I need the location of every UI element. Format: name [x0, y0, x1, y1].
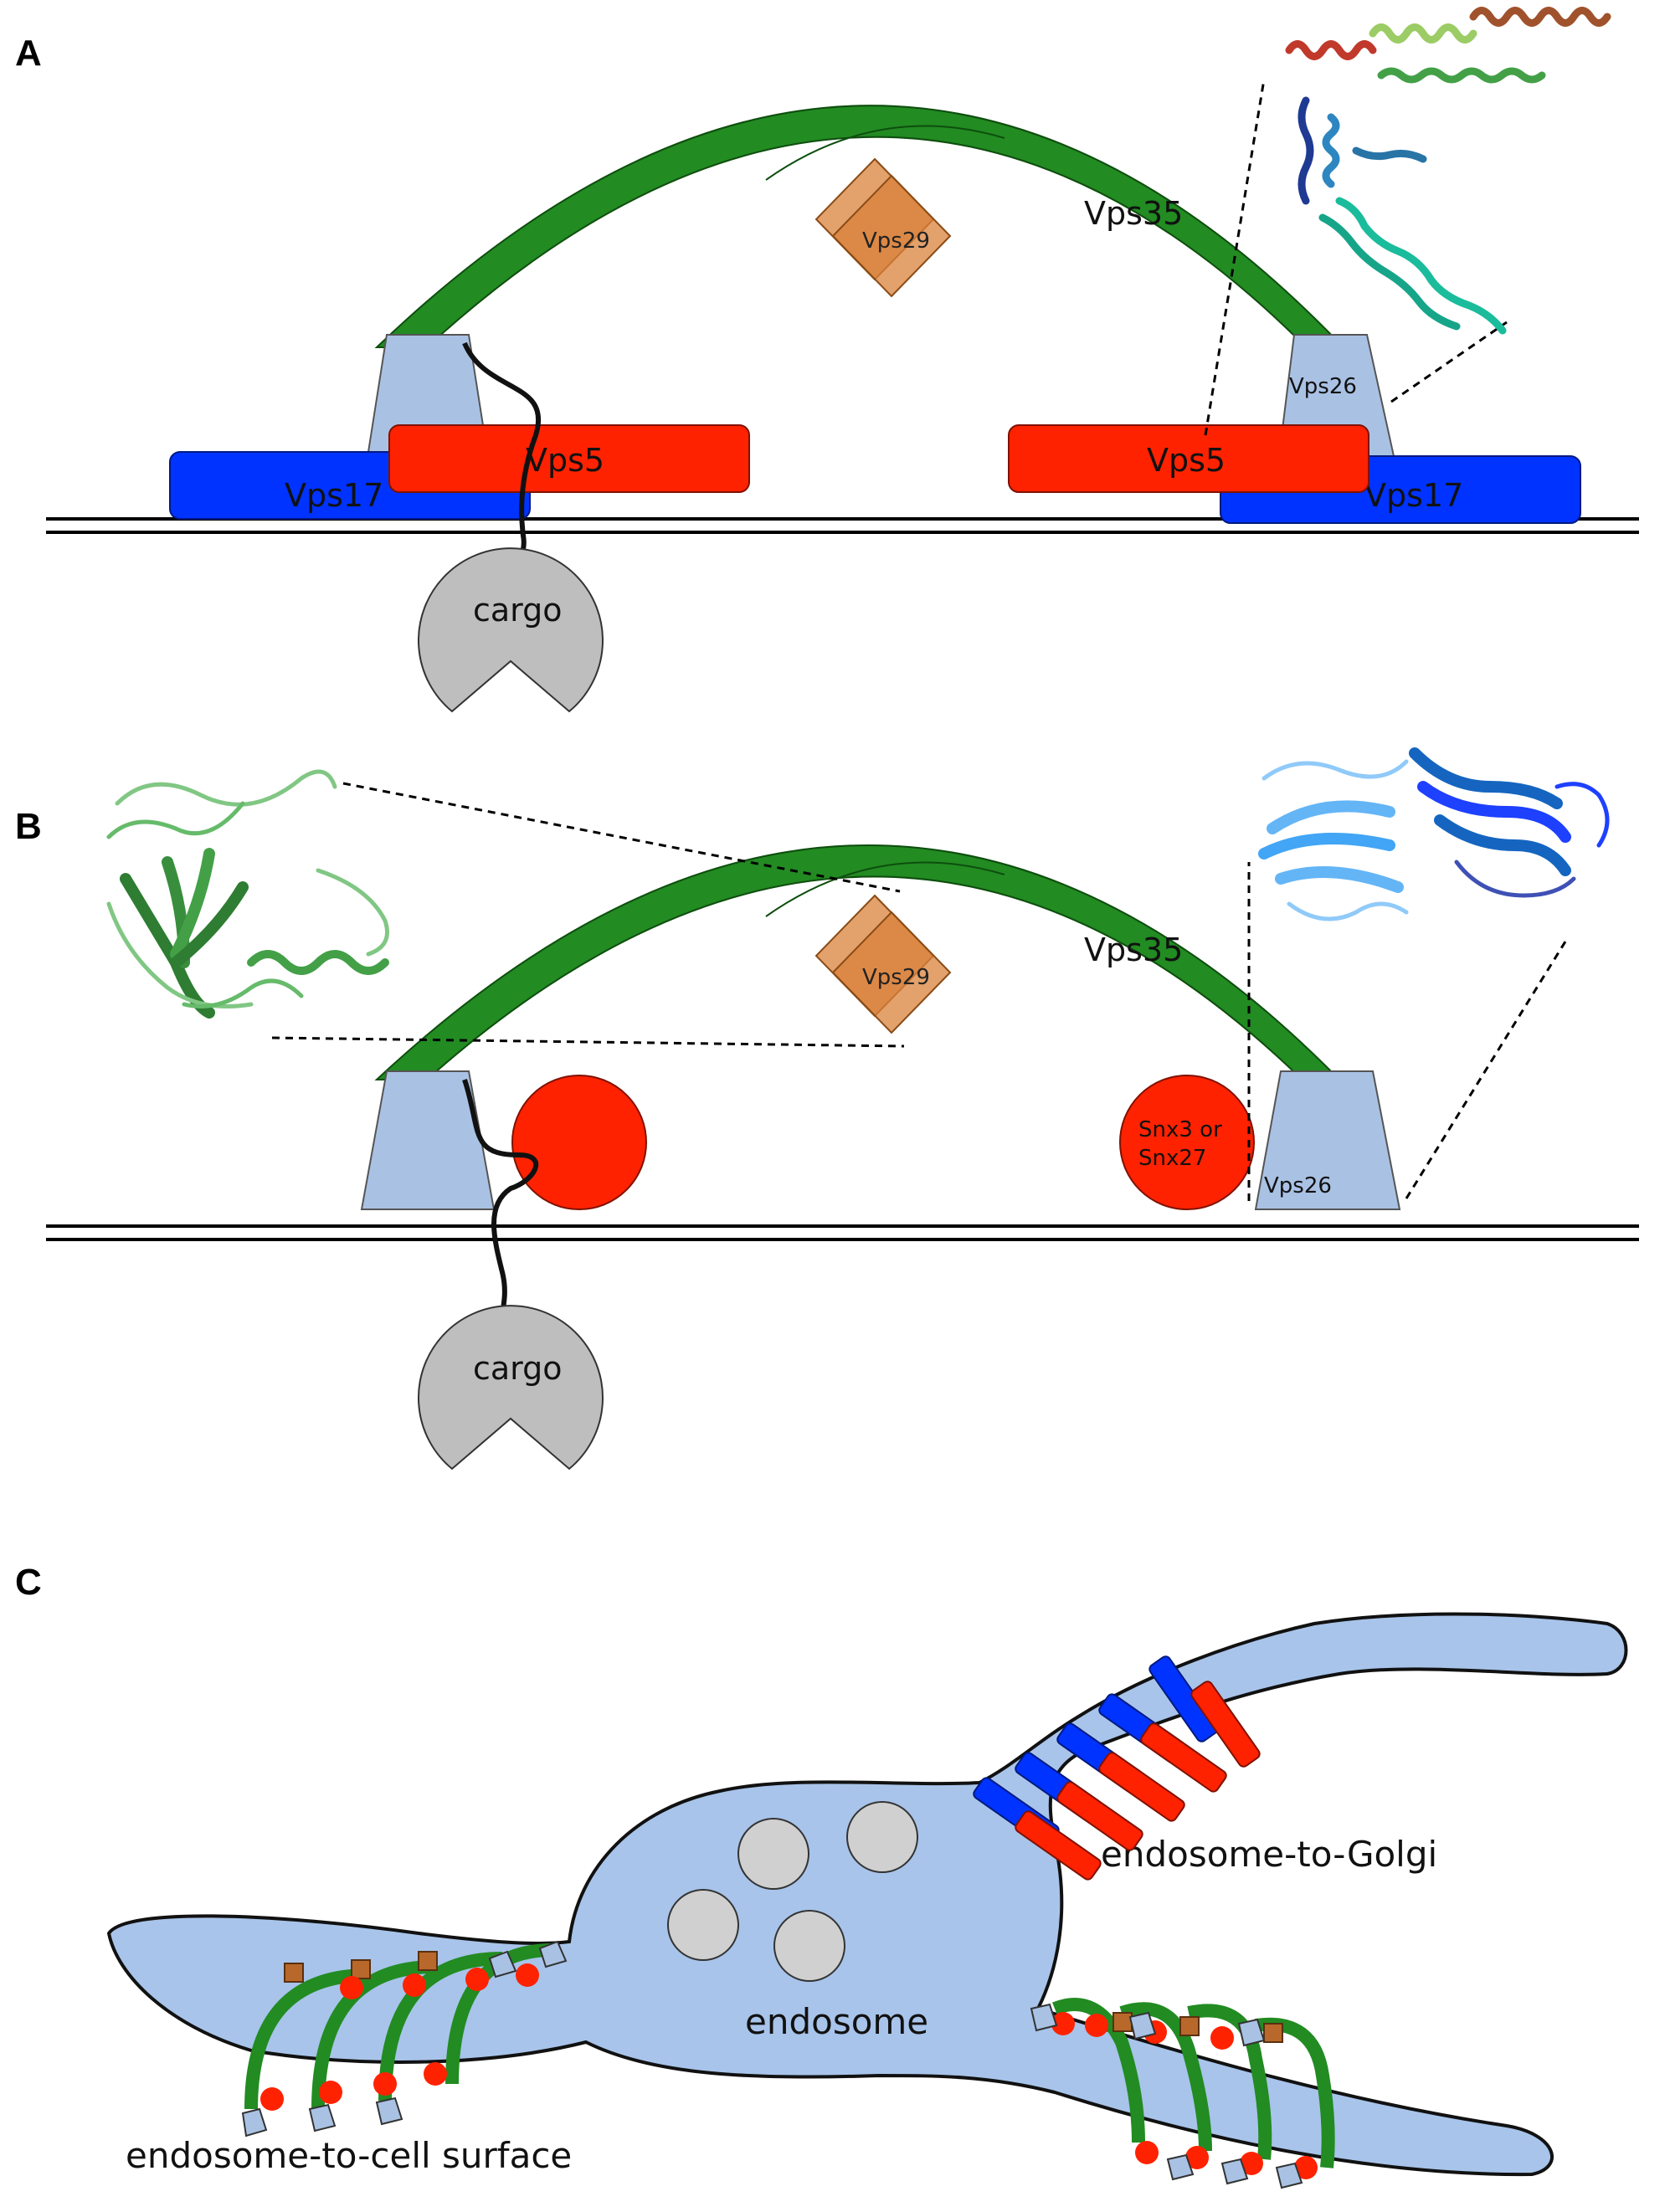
vps26-right-b: [1254, 1070, 1401, 1210]
vps35-structure-image: [1285, 7, 1611, 335]
zoom-line-a2: [1390, 321, 1508, 403]
vps26-left-b: [360, 1070, 496, 1210]
zoom-line-b2: [271, 1036, 905, 1048]
vps29-a: Vps29: [814, 157, 952, 298]
vps26-label-a: Vps26: [1289, 374, 1357, 399]
endosome-label: endosome: [745, 2001, 928, 2042]
vps35-label-b: Vps35: [1084, 932, 1183, 968]
vps35-arch-a: [374, 105, 1342, 348]
cargo-label-b: cargo: [473, 1350, 563, 1387]
snx-right-b: [1119, 1075, 1255, 1210]
to-golgi-label: endosome-to-Golgi: [1101, 1834, 1437, 1875]
vps5-left-label-a: Vps5: [526, 442, 604, 479]
panel-b: B Vps35 Vps29 Vps26 Snx3 or Snx27 cargo: [15, 747, 1639, 1470]
vps17-right-label-a: Vps17: [1364, 477, 1463, 514]
snx-label-line1: Snx3 or: [1138, 1117, 1222, 1142]
vps29-b: Vps29: [814, 894, 952, 1034]
endosome-membrane: [106, 1612, 1628, 2177]
vps29-label-a: Vps29: [862, 228, 930, 254]
zoom-line-a1: [1204, 79, 1266, 436]
panel-c: C endosome endosome-to-Golgi endosome-to…: [15, 1562, 1628, 2189]
vps35-fold-a: [765, 125, 1005, 181]
vps5-left-a: [388, 424, 750, 493]
panel-label-a: A: [15, 33, 42, 74]
to-surface-label: endosome-to-cell surface: [126, 2135, 572, 2176]
retromer-coat-left: [241, 1940, 568, 2138]
intraluminal-vesicles: [667, 1801, 918, 1982]
cargo-label-a: cargo: [473, 592, 563, 629]
membrane-b: [46, 1224, 1639, 1241]
vps5-right-label-a: Vps5: [1147, 442, 1226, 479]
vps26-structure-image: [1258, 747, 1610, 921]
cargo-a: [418, 547, 604, 713]
vps35-label-a: Vps35: [1084, 195, 1183, 232]
vps26-label-b: Vps26: [1264, 1173, 1332, 1198]
cargo-b: [418, 1305, 604, 1470]
vps35-fold-b: [765, 861, 1005, 917]
snx-bar-coat: [973, 1655, 1261, 1881]
vps29-label-b: Vps29: [862, 965, 930, 990]
vps29-structure-image: [106, 769, 389, 1019]
panel-a: A Vps35 Vps29 Vps26 Vps17 Vps17 Vps5 Vps…: [15, 7, 1639, 713]
retromer-coat-right: [1030, 1998, 1335, 2189]
zoom-line-b4: [1405, 941, 1567, 1199]
vps17-left-label-a: Vps17: [285, 477, 383, 514]
vps35-arch-b: [374, 844, 1342, 1081]
zoom-line-b1: [342, 782, 901, 893]
panel-label-c: C: [15, 1562, 42, 1603]
cargo-tail-b: [462, 1079, 539, 1357]
vps5-right-a: [1008, 424, 1369, 493]
snx-label-line2: Snx27: [1138, 1146, 1206, 1171]
panel-label-b: B: [15, 806, 42, 847]
snx-left-b: [511, 1075, 647, 1210]
